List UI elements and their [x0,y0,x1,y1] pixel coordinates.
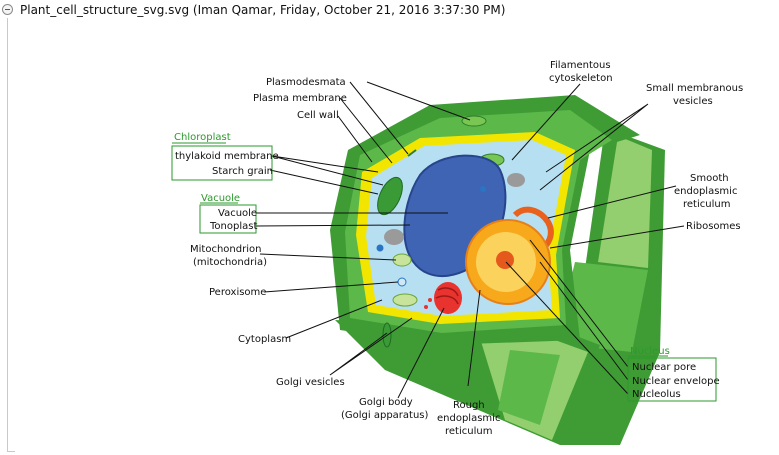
label-nuclear-pore: Nuclear pore [632,362,696,373]
nucleus-box [627,357,717,402]
chloroplast-box [171,145,273,181]
grain-shape [507,173,525,187]
label-ribosomes: Ribosomes [686,221,741,232]
label-rough-er-2: endoplasmic [437,413,500,424]
label-smooth-er-3: reticulum [683,199,730,210]
label-group-vacuole: Vacuole [201,193,240,204]
plasmodesma-shape [461,115,487,127]
label-golgi-vesicles: Golgi vesicles [276,377,345,388]
window-title: Plant_cell_structure_svg.svg (Iman Qamar… [20,3,506,17]
pointer-plasmodesmata [349,81,471,155]
title-bar: Plant_cell_structure_svg.svg (Iman Qamar… [0,0,779,20]
cell-wall-side-light [598,136,652,268]
label-thylakoid-membrane: thylakoid membrane [175,151,279,162]
label-vacuole: Vacuole [218,208,257,219]
label-plasmodesmata: Plasmodesmata [266,77,346,88]
label-cell-wall: Cell wall [297,110,339,121]
pointer-cell-wall [337,115,373,163]
vacuole-box [199,204,257,234]
mitochondrion-shape-2 [392,293,418,307]
frame-border [7,18,8,452]
group-boxes [171,142,717,402]
label-plasma-membrane: Plasma membrane [253,93,347,104]
label-mitochondrion: Mitochondrion [190,244,261,255]
label-rough-er-1: Rough [453,400,485,411]
label-small-vesicles-2: vesicles [673,96,713,107]
pointer-starch-grain [269,169,379,195]
label-starch-grain: Starch grain [212,166,273,177]
pointer-lines [255,81,685,399]
pointer-rough-er [467,289,481,387]
pointer-mitochondrion [259,253,397,261]
label-smooth-er-1: Smooth [690,173,729,184]
pointer-nuclear-pore [529,239,629,368]
label-small-vesicles-1: Small membranous [646,83,743,94]
label-smooth-er-2: endoplasmic [674,186,737,197]
golgi-body-shape [434,282,462,314]
label-filamentous-1: Filamentous [550,60,611,71]
label-nuclear-envelope: Nuclear envelope [632,376,720,387]
starch-grain-shape [384,229,404,245]
nucleolus-shape [496,251,514,269]
peroxisome-shape [397,277,407,287]
plasmodesma-channel [407,149,417,157]
pointer-ribosomes [549,225,685,249]
label-tonoplast: Tonoplast [209,221,257,232]
pointer-nuclear-envelope [539,261,629,381]
vesicle-shape-2 [480,186,486,192]
cell-illustration [330,95,665,445]
cell-wall-corner-mid [498,350,560,425]
label-rough-er-3: reticulum [445,426,492,437]
label-golgi-apparatus: (Golgi apparatus) [341,410,429,421]
label-nucleolus: Nucleolus [632,389,681,400]
collapse-icon[interactable] [2,4,13,15]
pointer-filamentous [511,83,581,161]
pointer-golgi-vesicles [329,317,413,376]
golgi-vesicle-2 [424,305,428,309]
golgi-cisternae [435,287,459,305]
label-group-nucleus: Nucleus [630,346,670,357]
pointer-plasma-membrane [339,97,393,164]
frame-border-bottom [7,451,15,452]
pointer-small-vesicles [539,103,649,191]
pointer-thylakoid [271,155,384,186]
pointer-peroxisome [263,281,399,293]
label-filamentous-2: cytoskeleton [549,73,613,84]
golgi-vesicle [428,298,432,302]
chloroplast-shape [377,176,403,216]
pointer-smooth-er [547,185,677,219]
pointer-tonoplast [255,224,411,227]
label-group-chloroplast: Chloroplast [174,132,231,143]
label-golgi-body: Golgi body [359,397,413,408]
pointer-cytoplasm [285,299,383,339]
label-peroxisome: Peroxisome [209,287,266,298]
vesicle-shape [376,244,384,252]
pointer-golgi-body [397,307,445,399]
label-mitochondria: (mitochondria) [193,257,267,268]
pointer-nucleolus [505,261,629,395]
label-cytoplasm: Cytoplasm [238,334,291,345]
labels: Chloroplast Vacuole Nucleus Plasmodesmat… [174,60,743,437]
